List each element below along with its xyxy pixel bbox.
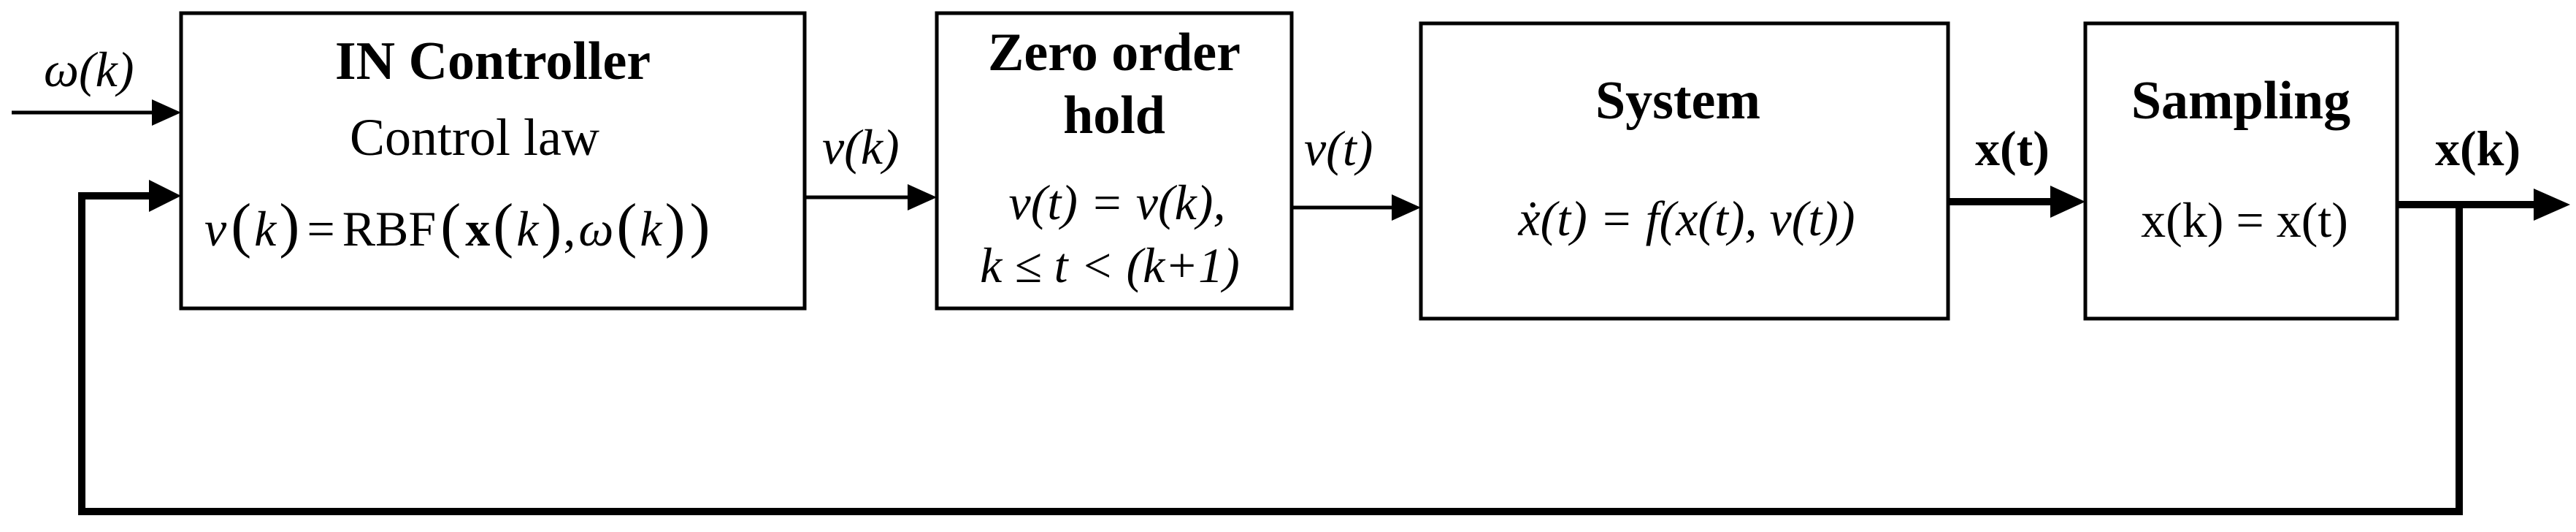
zoh-title-line2: hold [1063, 86, 1165, 145]
controller-title: IN Controller [335, 31, 651, 91]
xt-label: x(t) [1975, 121, 2050, 176]
omega-label: ω(k) [44, 42, 134, 97]
zoh-title-line1: Zero order [988, 23, 1241, 83]
vk-arrow [805, 184, 937, 210]
controller-block [179, 11, 807, 311]
sampling-title: Sampling [2131, 71, 2350, 131]
system-equation: ẋ(t) = f(x(t), v(t)) [1517, 191, 1855, 246]
omega-input-arrow [12, 99, 181, 126]
vk-label: v(k) [822, 119, 900, 175]
controller-subtitle: Control law [350, 108, 599, 167]
vt-arrow [1292, 194, 1421, 221]
vt-label: v(t) [1304, 121, 1373, 176]
zoh-equation-line1: v(t) = v(k), [1009, 175, 1226, 230]
xk-output-arrow [2397, 189, 2570, 221]
xk-label: x(k) [2435, 121, 2521, 176]
system-block [1419, 21, 1950, 321]
sampling-block [2083, 21, 2399, 321]
sampling-equation: x(k) = x(t) [2141, 192, 2348, 248]
controller-equation: v(k)=RBF(x(k),ω(k)) [204, 191, 710, 259]
zoh-block [935, 11, 1294, 311]
system-title: System [1595, 71, 1760, 131]
xt-arrow [1948, 186, 2085, 218]
zoh-equation-line2: k ≤ t < (k+1) [980, 238, 1240, 293]
svg-text:v(k)=RBF(x(k),ω(k)): v(k)=RBF(x(k),ω(k)) [204, 191, 710, 259]
feedback-loop-arrow [78, 180, 2463, 515]
